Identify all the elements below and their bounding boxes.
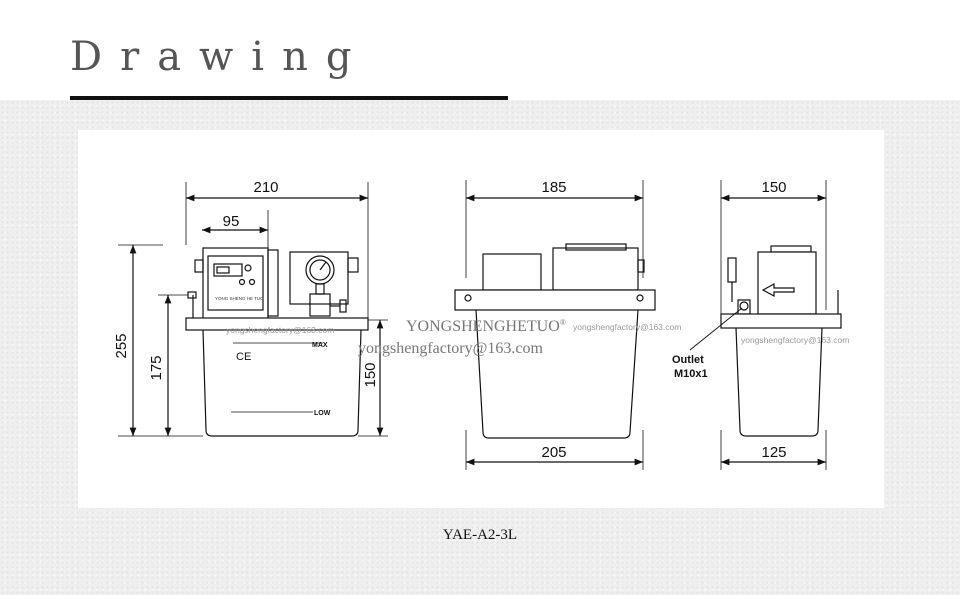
control-box-brand: YONG SHENG HE TUO <box>215 296 264 301</box>
dim-185: 185 <box>541 179 566 196</box>
dim-95: 95 <box>223 213 240 230</box>
watermark-email-side: yongshengfactory@163.com <box>573 322 681 332</box>
watermark-brand: YONGSHENGHETUO® <box>406 318 566 335</box>
side-view <box>454 180 656 470</box>
front-view <box>118 182 388 437</box>
dim-125: 125 <box>761 444 786 461</box>
outlet-thread: M10x1 <box>674 368 708 380</box>
dim-150-width: 150 <box>761 179 786 196</box>
watermark-email-center: yongshengfactory@163.com <box>358 340 543 357</box>
dim-205: 205 <box>541 444 566 461</box>
label-max: MAX <box>312 342 328 349</box>
label-low: LOW <box>314 410 331 417</box>
dim-175: 175 <box>148 355 165 380</box>
dim-255: 255 <box>113 333 130 358</box>
drawing-panel: MAX LOW CE YONG SHENG HE TUO 210 95 255 … <box>78 130 884 508</box>
technical-drawing: MAX LOW CE YONG SHENG HE TUO 210 95 255 … <box>113 179 849 470</box>
outlet-label: Outlet <box>672 354 704 366</box>
watermark-email-front: yongshengfactory@163.com <box>226 325 334 335</box>
model-caption: YAE-A2-3L <box>442 527 518 543</box>
title-underline <box>70 96 508 100</box>
dim-210: 210 <box>253 179 278 196</box>
dim-150-height: 150 <box>362 362 379 387</box>
watermark-email-end: yongshengfactory@163.com <box>741 335 849 345</box>
ce-mark: CE <box>236 351 251 363</box>
end-view <box>689 180 842 470</box>
page-title: Drawing <box>70 34 370 80</box>
